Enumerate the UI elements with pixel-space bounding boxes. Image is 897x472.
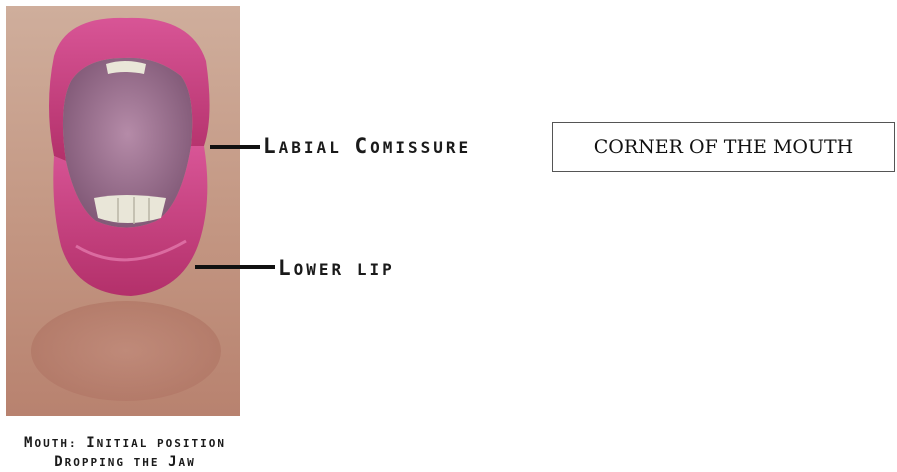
mouth-illustration <box>6 6 240 416</box>
lower-lip-label: LOWER LIP <box>278 256 395 280</box>
label-cap: L <box>263 134 279 158</box>
caption-line-2: DROPPING THE JAW <box>0 451 250 470</box>
label-cap: L <box>278 256 294 280</box>
caption-line-1: MOUTH: INITIAL POSITION <box>0 432 250 451</box>
caption-cap: I <box>86 435 96 451</box>
caption-cap: M <box>24 435 34 451</box>
label-cap: C <box>354 134 370 158</box>
caption-rest: ROPPING THE <box>65 456 168 469</box>
caption-rest: OUTH: <box>34 437 86 450</box>
caption-cap: J <box>168 454 178 470</box>
lower-teeth <box>94 195 166 223</box>
label-rest: ABIAL <box>279 138 355 157</box>
callout-text: CORNER OF THE MOUTH <box>594 136 854 158</box>
commissure-leader-line <box>210 145 260 149</box>
label-rest: OWER LIP <box>294 260 395 279</box>
labial-commissure-label: LABIAL COMISSURE <box>263 134 471 158</box>
caption-rest: NITIAL POSITION <box>97 437 226 450</box>
label-rest: OMISSURE <box>370 138 471 157</box>
corner-of-mouth-box: CORNER OF THE MOUTH <box>552 122 895 172</box>
chin <box>31 301 221 401</box>
caption-rest: AW <box>179 456 196 469</box>
mouth-photo <box>6 6 240 416</box>
lower-lip-leader-line <box>195 265 275 269</box>
caption-cap: D <box>54 454 64 470</box>
